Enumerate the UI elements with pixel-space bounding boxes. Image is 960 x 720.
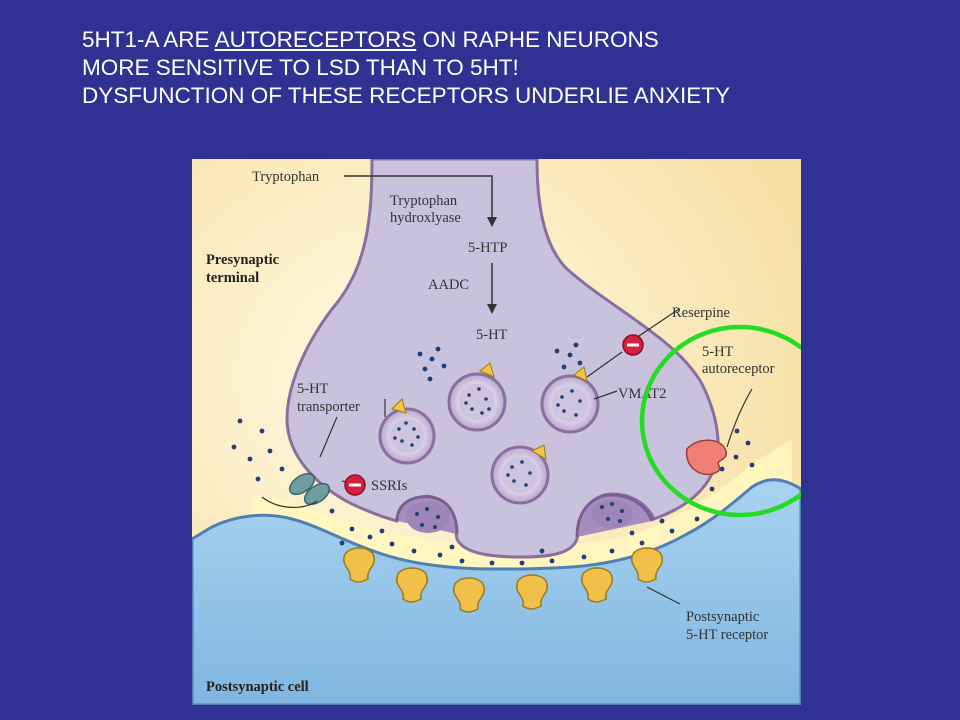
headline-line-1-underlined: AUTORECEPTORS [214,27,417,52]
postsynaptic-cell-body [192,478,801,705]
label-reserpine: Reserpine [672,305,730,321]
headline-line-1-prefix: 5HT1-A ARE [82,27,215,52]
headline: 5HT1-A ARE AUTORECEPTORS ON RAPHE NEURON… [82,26,730,110]
label-presynaptic-2: terminal [206,270,259,286]
arrowheads [487,217,497,314]
label-transporter-1: 5-HT [297,381,329,397]
ssri-inhibitor-icon [344,474,366,496]
headline-line-3: DYSFUNCTION OF THESE RECEPTORS UNDERLIE … [82,83,731,108]
label-5ht: 5-HT [476,327,508,343]
vmat-arrows [391,362,588,460]
label-presynaptic-1: Presynaptic [206,252,280,268]
label-autoreceptor-1: 5-HT [702,344,734,360]
label-postsynaptic-receptor-1: Postsynaptic [686,609,759,625]
postsynaptic-receptors [343,547,663,613]
headline-line-1-suffix: ON RAPHE NEURONS [416,27,659,52]
label-postsynaptic-cell: Postsynaptic cell [206,679,309,695]
vesicle-1 [378,407,436,465]
label-vmat2: VMAT2 [618,386,666,402]
label-5htp: 5-HTP [468,240,507,256]
serotonin-transporter-icon [261,472,331,508]
synapse-diagram: Tryptophan Tryptophan hydroxlyase 5-HTP … [192,159,801,705]
label-ssris: SSRIs [371,478,408,494]
reserpine-inhibitor-icon [622,334,644,356]
vesicle-2 [447,372,507,432]
autoreceptor-highlight-circle [639,324,801,518]
label-tryptophan: Tryptophan [252,169,320,185]
vesicle-3 [540,374,600,434]
headline-line-1: 5HT1-A ARE AUTORECEPTORS ON RAPHE NEURON… [82,26,730,54]
vesicle-4 [490,445,550,505]
synaptic-cleft [252,439,792,581]
label-aadc: AADC [428,277,469,293]
label-postsynaptic-receptor-2: 5-HT receptor [686,627,768,643]
docked-vesicle-left [395,495,459,535]
autoreceptor-icon [685,439,728,476]
synthesis-pathway-arrows [344,175,493,304]
label-transporter-2: transporter [297,399,360,415]
headline-line-2: MORE SENSITIVE TO LSD THAN TO 5HT! [82,55,519,80]
label-hydroxylase-2: hydroxlyase [390,210,461,226]
label-hydroxylase-1: Tryptophan [390,193,458,209]
label-autoreceptor-2: autoreceptor [702,361,775,377]
